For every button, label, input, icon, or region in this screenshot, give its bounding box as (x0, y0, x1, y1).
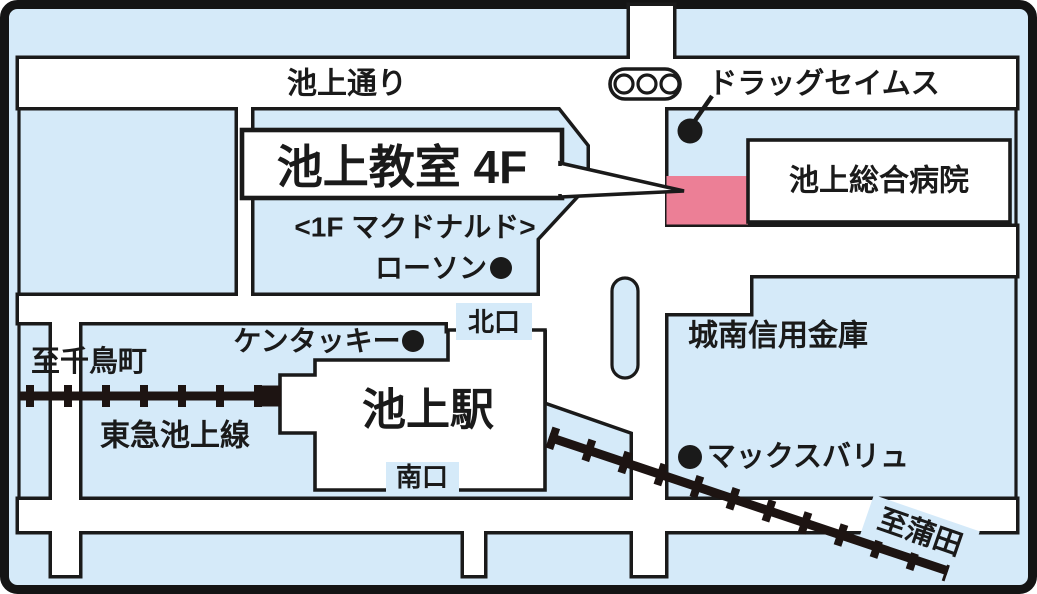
kentucky-dot-icon (402, 330, 424, 352)
drugstore-leader-line (692, 94, 714, 124)
bank-label: 城南信用金庫 (688, 319, 868, 353)
poi-lawson: ローソン (375, 253, 512, 284)
main-street-label: 池上通り (287, 68, 407, 101)
block-edges (17, 107, 1018, 500)
poi-drugstore: ドラッグセイムス (677, 67, 940, 144)
station-building (278, 328, 547, 492)
railway-east (545, 426, 952, 582)
railway-west (20, 385, 281, 407)
lawson-dot-icon (490, 257, 512, 279)
floor-note-label: <1F マクドナルド> (294, 212, 535, 243)
railway-line-label: 東急池上線 (100, 419, 250, 453)
lawson-label: ローソン (375, 253, 487, 284)
poi-maxvalu: マックスバリュ (678, 440, 909, 473)
poi-kentucky: ケンタッキー (233, 326, 424, 357)
north-exit-chip: 北口 (456, 303, 532, 340)
classroom-callout: 池上教室 4F (239, 127, 685, 201)
drugstore-dot-icon (677, 118, 703, 144)
to-chidoricho-label: 至千鳥町 (31, 344, 147, 378)
traffic-light-icon (608, 67, 682, 101)
hospital-label: 池上総合病院 (789, 164, 969, 198)
railway-bumper (257, 385, 281, 407)
hospital-building (746, 138, 1012, 224)
maxvalu-label: マックスバリュ (707, 440, 909, 473)
north-exit-label: 北口 (468, 307, 520, 337)
maxvalu-dot-icon (678, 445, 702, 469)
south-exit-label: 南口 (396, 462, 448, 492)
kentucky-label: ケンタッキー (233, 326, 400, 357)
drugstore-label: ドラッグセイムス (708, 67, 939, 100)
target-building-highlight (666, 176, 748, 225)
south-exit-chip: 南口 (386, 462, 459, 493)
classroom-label: 池上教室 4F (277, 141, 527, 193)
callout-box (239, 127, 565, 201)
traffic-island (610, 276, 640, 380)
station-name-label: 池上駅 (362, 386, 494, 435)
